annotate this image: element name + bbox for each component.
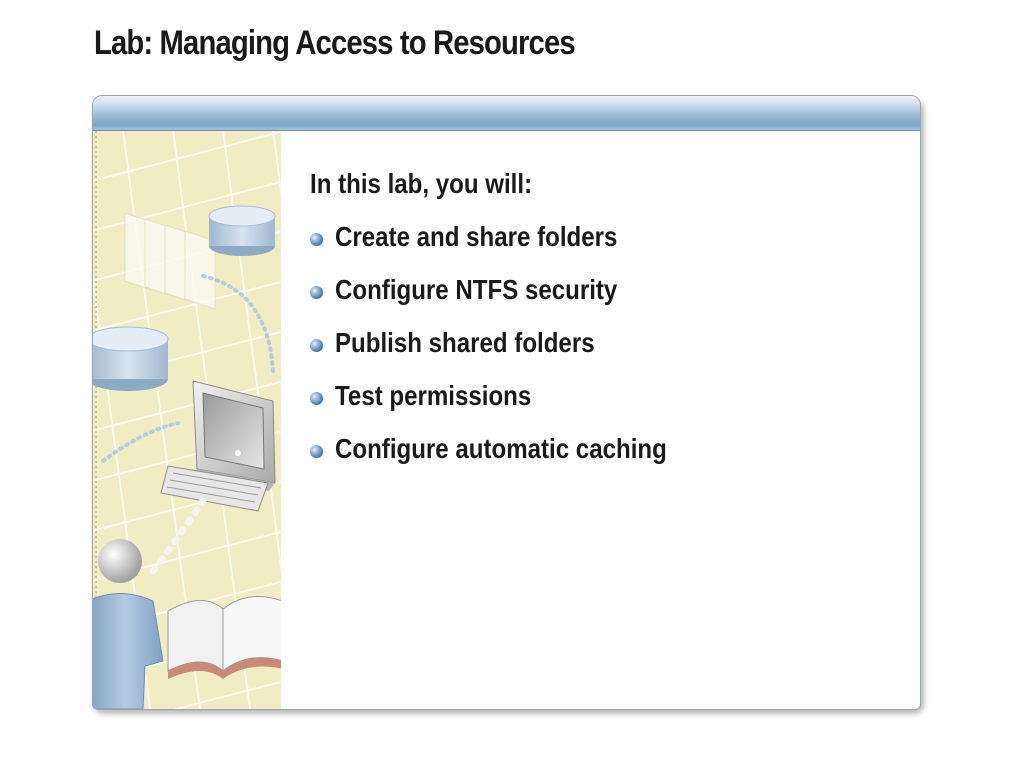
list-item: Configure automatic caching (310, 433, 870, 469)
list-item: Configure NTFS security (310, 274, 870, 310)
open-book-icon (167, 596, 281, 679)
bullet-icon (310, 233, 323, 246)
bullet-icon (310, 286, 323, 299)
bullet-icon (310, 445, 323, 458)
objective-text: Configure automatic caching (335, 433, 667, 464)
slide-title: Lab: Managing Access to Resources (94, 24, 576, 62)
objective-text: Test permissions (335, 380, 532, 411)
bullet-icon (310, 339, 323, 352)
list-item: Create and share folders (310, 221, 870, 257)
list-item: Publish shared folders (310, 327, 870, 363)
panel-header-bar (93, 96, 920, 131)
objective-text: Configure NTFS security (335, 274, 618, 305)
lab-intro-text: In this lab, you will: (310, 168, 533, 199)
objectives-list: Create and share folders Configure NTFS … (310, 221, 870, 469)
content-panel (92, 95, 921, 710)
illustration-art (93, 131, 281, 709)
database-icon (93, 326, 169, 391)
person-icon (93, 539, 164, 709)
lab-objectives: In this lab, you will: Create and share … (310, 168, 870, 486)
list-item: Test permissions (310, 380, 870, 416)
bullet-icon (310, 392, 323, 405)
illustration-column (93, 131, 281, 709)
database-icon (208, 205, 276, 256)
objective-text: Create and share folders (335, 221, 618, 252)
keyboard-icon (160, 465, 269, 512)
document-stack-icon (124, 212, 216, 310)
objective-text: Publish shared folders (335, 327, 595, 358)
